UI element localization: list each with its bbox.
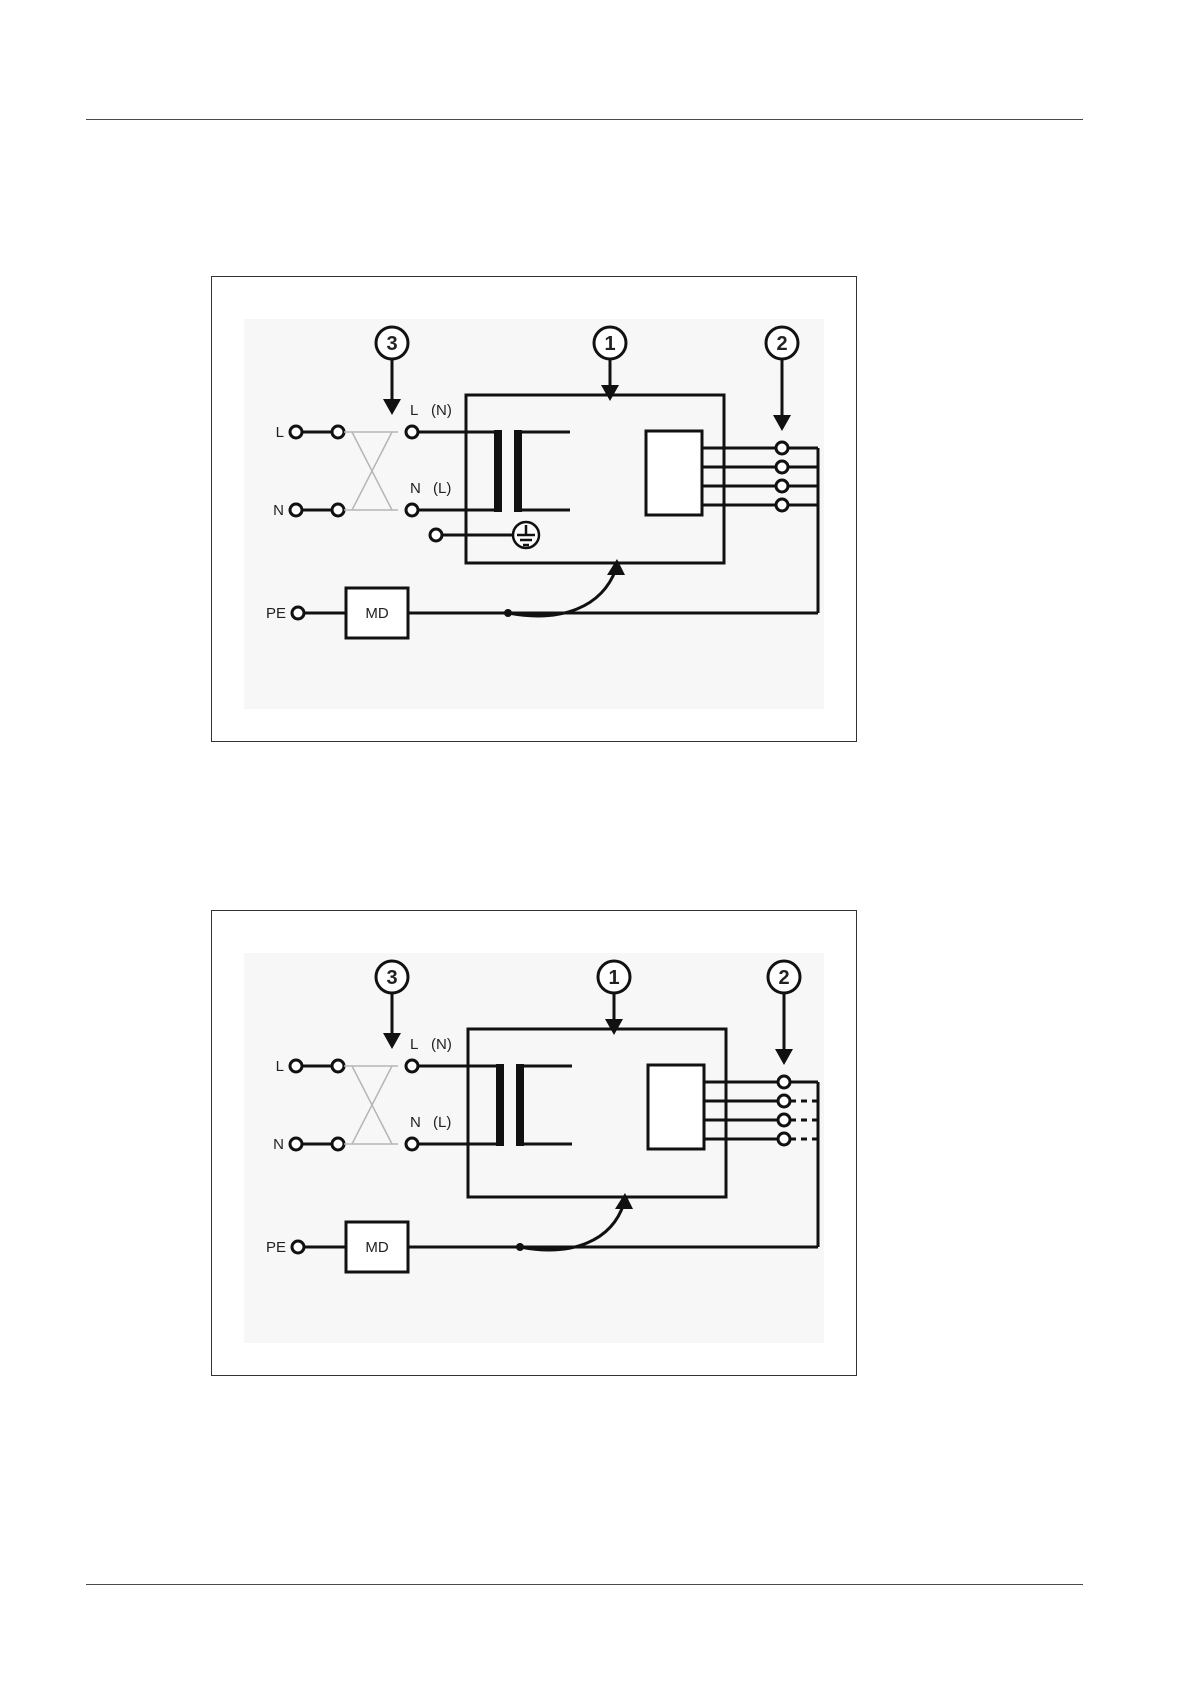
terminal-label-pe: PE — [266, 1239, 286, 1256]
svg-text:3: 3 — [386, 333, 397, 355]
diagram-1-frame: 3 1 2 L N L (N) N (L) — [211, 276, 857, 742]
diagram-1: 3 1 2 L N L (N) N (L) — [212, 277, 858, 743]
svg-text:MD: MD — [365, 1239, 388, 1256]
diagram-background — [244, 319, 824, 709]
terminal-label-out-n-alt: (L) — [433, 480, 451, 497]
terminal-label-l: L — [276, 424, 284, 441]
diagram-background — [244, 953, 824, 1343]
svg-text:2: 2 — [776, 333, 787, 355]
diagram-2: 3 1 2 L N L (N) N (L) — [212, 911, 858, 1377]
terminal-label-out-n: N — [410, 1114, 421, 1131]
terminal-label-out-l-alt: (N) — [431, 402, 452, 419]
output-module — [648, 1065, 704, 1149]
diagram-2-frame: 3 1 2 L N L (N) N (L) — [211, 910, 857, 1376]
svg-text:1: 1 — [604, 333, 615, 355]
terminal-label-pe: PE — [266, 605, 286, 622]
monitoring-device: MD — [346, 1222, 408, 1272]
svg-text:3: 3 — [386, 967, 397, 989]
output-module — [646, 431, 702, 515]
terminal-label-n: N — [273, 502, 284, 519]
terminal-label-out-l: L — [410, 1036, 418, 1053]
monitoring-device: MD — [346, 588, 408, 638]
header-rule — [86, 119, 1083, 120]
terminal-label-out-n: N — [410, 480, 421, 497]
terminal-label-l: L — [276, 1058, 284, 1075]
footer-rule — [86, 1584, 1083, 1585]
svg-text:1: 1 — [608, 967, 619, 989]
terminal-label-out-l-alt: (N) — [431, 1036, 452, 1053]
terminal-label-n: N — [273, 1136, 284, 1153]
terminal-label-out-l: L — [410, 402, 418, 419]
svg-text:2: 2 — [778, 967, 789, 989]
terminal-label-out-n-alt: (L) — [433, 1114, 451, 1131]
earth-icon — [513, 522, 539, 548]
svg-text:MD: MD — [365, 605, 388, 622]
